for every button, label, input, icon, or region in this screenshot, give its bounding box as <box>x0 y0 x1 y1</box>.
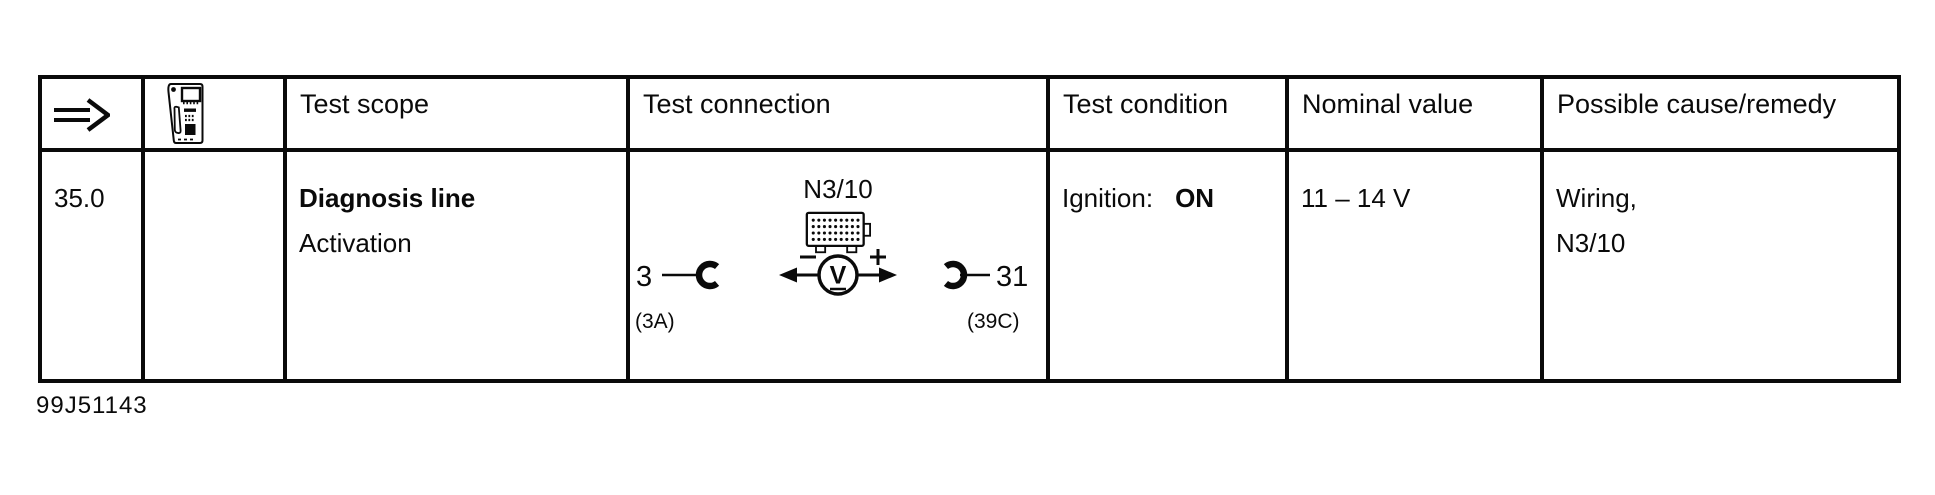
left-terminal-number: 3 <box>636 261 652 293</box>
nominal-value-text: 11 – 14 V <box>1301 183 1411 213</box>
possible-cause-line-1: Wiring, <box>1556 183 1637 213</box>
header-test-condition-label: Test condition <box>1063 89 1229 119</box>
test-condition-cell: Ignition: ON <box>1050 152 1289 379</box>
probe-arrow-right-icon <box>879 267 897 283</box>
step-cell: 35.0 <box>42 152 145 379</box>
header-test-scope: Test scope <box>287 79 630 152</box>
test-connection-cell: N3/10 3 <box>630 152 1050 379</box>
right-terminal-number: 31 <box>996 261 1028 293</box>
header-test-connection-label: Test connection <box>643 89 831 119</box>
possible-cause-cell: Wiring, N3/10 <box>1544 152 1897 379</box>
connector-block-icon <box>805 211 871 255</box>
socket-left-icon <box>695 260 720 290</box>
probe-arrow-left-icon <box>779 267 797 283</box>
diagnostic-test-table: Test scope Test connection Test conditio… <box>38 75 1901 383</box>
header-tester-cell <box>145 79 287 152</box>
left-socket-label: (3A) <box>635 310 675 333</box>
hand-held-tester-icon <box>165 83 205 145</box>
step-number: 35.0 <box>54 183 105 213</box>
test-condition-value: ON <box>1175 183 1215 213</box>
test-condition-label: Ignition: <box>1062 183 1154 213</box>
component-label: N3/10 <box>803 174 873 204</box>
header-possible-cause-label: Possible cause/remedy <box>1557 89 1837 119</box>
voltmeter-hookup-diagram: 3 V <box>630 245 1042 309</box>
header-step-cell <box>42 79 145 152</box>
header-nominal-value: Nominal value <box>1289 79 1544 152</box>
figure-code: 99J51143 <box>36 392 148 419</box>
header-possible-cause: Possible cause/remedy <box>1544 79 1897 152</box>
test-scope-subtitle: Activation <box>299 228 412 258</box>
test-scope-title: Diagnosis line <box>299 183 476 213</box>
header-test-scope-label: Test scope <box>300 89 430 119</box>
possible-cause-line-2: N3/10 <box>1556 228 1626 258</box>
header-test-condition: Test condition <box>1050 79 1289 152</box>
double-right-arrow-icon <box>52 97 110 133</box>
test-scope-cell: Diagnosis line Activation <box>287 152 630 379</box>
voltmeter-letter: V <box>830 262 847 290</box>
nominal-value-cell: 11 – 14 V <box>1289 152 1544 379</box>
tester-column-empty-cell <box>145 152 287 379</box>
header-nominal-value-label: Nominal value <box>1302 89 1474 119</box>
right-socket-label: (39C) <box>967 310 1020 333</box>
header-test-connection: Test connection <box>630 79 1050 152</box>
